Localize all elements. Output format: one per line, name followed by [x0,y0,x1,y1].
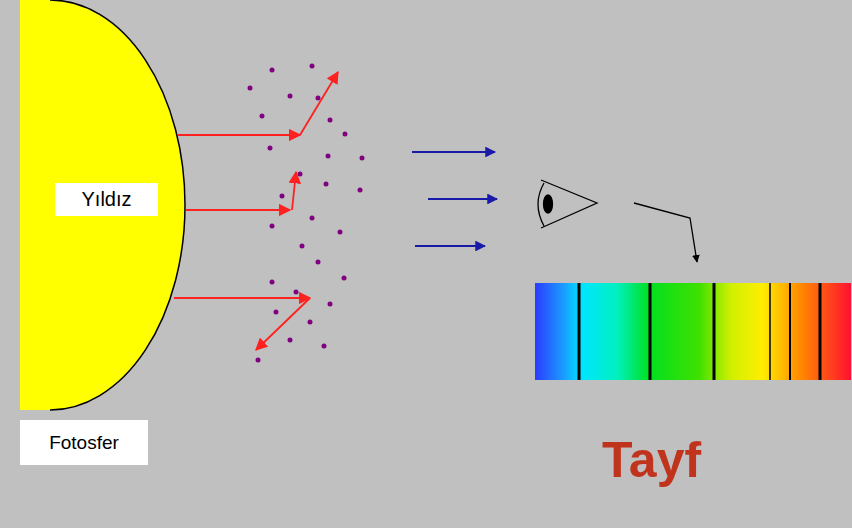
light-ray [415,245,485,247]
particle [308,320,313,325]
particle [316,260,321,265]
particle [256,358,261,363]
absorption-lines [579,283,820,380]
absorption-line [789,283,791,380]
spectrum [535,283,851,380]
particle [270,280,275,285]
scattered-ray [292,172,296,210]
label-box: Fotosfer [20,420,148,465]
absorption-line [713,283,716,380]
particle [358,188,363,193]
absorption-line [649,283,652,380]
particle [316,96,321,101]
particle [326,154,331,159]
particle [324,182,329,187]
light-ray [428,198,497,200]
particle [288,338,293,343]
particle [270,224,275,229]
light-ray [186,209,290,211]
gas-particles [248,64,365,363]
absorption-line [769,283,771,380]
particle [300,244,305,249]
particle [260,114,265,119]
eye-symbol [538,180,597,228]
particle [270,68,275,73]
particle [294,290,299,295]
absorption-line [819,283,822,380]
particle [298,172,303,177]
particle [328,302,333,307]
star-body [20,0,185,410]
particle [343,132,348,137]
photosphere-edge [50,0,185,410]
red-light-rays [174,72,338,350]
scattered-ray [256,298,310,350]
particle [310,64,315,69]
particle [288,94,293,99]
node-label: Yıldız [81,188,131,211]
particle [338,230,343,235]
caption-word: Tayf [602,431,701,489]
absorption-line [578,283,581,380]
blue-light-rays [412,152,497,246]
node-label: Fotosfer [49,432,119,454]
particle [248,86,253,91]
particle [268,146,273,151]
light-ray [174,297,310,299]
scattered-ray [300,72,338,135]
particle [342,276,347,281]
eye-outline [541,180,597,228]
label-box: Yıldız [55,183,158,216]
particle [322,344,327,349]
particle [274,310,279,315]
particle [360,156,365,161]
eye-pupil [544,195,553,213]
particle [310,216,315,221]
view-arrow [634,203,697,262]
particle [280,194,285,199]
light-ray [178,134,300,136]
particle [328,118,333,123]
light-ray [412,151,495,153]
